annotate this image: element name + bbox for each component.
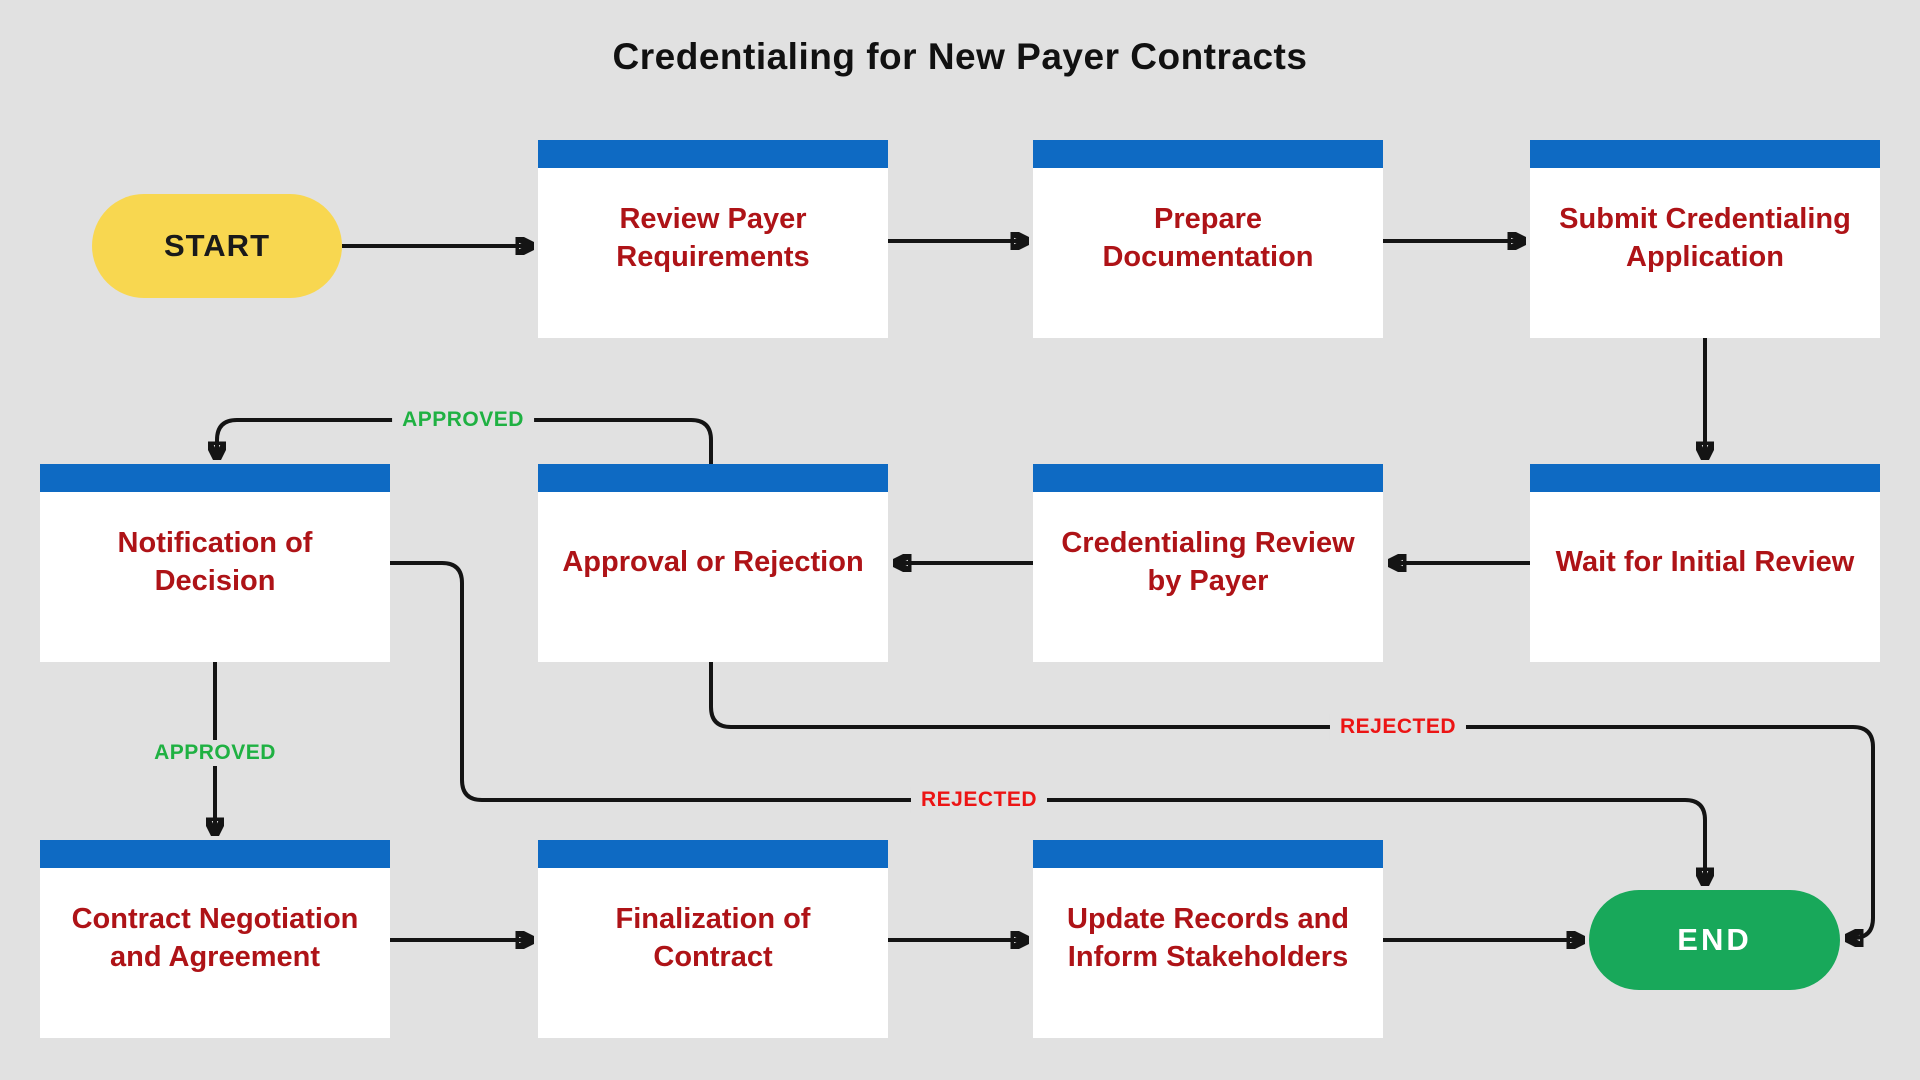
edge-notification-to-end-rejected	[390, 561, 1705, 883]
node-header-bar	[538, 464, 888, 492]
node-label: Wait for Initial Review	[1555, 546, 1855, 579]
node-header-bar	[1033, 140, 1383, 168]
node-header-bar	[1530, 140, 1880, 168]
node-label: Contract Negotiation and Agreement	[71, 903, 359, 973]
node-finalization-of-contract: Finalization of Contract	[538, 840, 888, 1038]
node-contract-negotiation-and-agreement: Contract Negotiation and Agreement	[40, 840, 390, 1038]
node-header-bar	[538, 840, 888, 868]
node-label: Credentialing Review by Payer	[1061, 527, 1355, 597]
node-review-payer-requirements: Review Payer Requirements	[538, 140, 888, 338]
node-credentialing-review-by-payer: Credentialing Review by Payer	[1033, 464, 1383, 662]
diagram-title: Credentialing for New Payer Contracts	[612, 36, 1308, 77]
start-terminator: START	[92, 194, 342, 298]
node-header-bar	[40, 464, 390, 492]
node-notification-of-decision: Notification of Decision	[40, 464, 390, 662]
node-header-bar	[1530, 464, 1880, 492]
node-label: Submit Credentialing Application	[1559, 203, 1851, 273]
node-header-bar	[1033, 840, 1383, 868]
start-label: START	[163, 228, 271, 263]
node-label: Finalization of Contract	[615, 903, 811, 973]
node-label: Approval or Rejection	[562, 546, 864, 579]
edge-approval-to-end-rejected	[709, 662, 1875, 938]
node-wait-for-initial-review: Wait for Initial Review	[1530, 464, 1880, 662]
edge-label-rejected-lower: REJECTED	[910, 787, 1048, 813]
node-label: Prepare Documentation	[1102, 203, 1314, 273]
node-label: Notification of Decision	[117, 527, 313, 597]
node-label: Update Records and Inform Stakeholders	[1067, 903, 1349, 973]
node-prepare-documentation: Prepare Documentation	[1033, 140, 1383, 338]
end-terminator: END	[1589, 890, 1840, 990]
node-header-bar	[1033, 464, 1383, 492]
node-header-bar	[538, 140, 888, 168]
edge-label-rejected-upper: REJECTED	[1329, 714, 1467, 740]
edge-label-approved-top: APPROVED	[392, 407, 534, 433]
end-label: END	[1677, 922, 1752, 957]
node-header-bar	[40, 840, 390, 868]
node-approval-or-rejection: Approval or Rejection	[538, 464, 888, 662]
node-label: Review Payer Requirements	[616, 203, 810, 273]
edge-label-approved-down: APPROVED	[144, 740, 286, 766]
node-submit-credentialing-application: Submit Credentialing Application	[1530, 140, 1880, 338]
node-update-records-and-inform-stakeholders: Update Records and Inform Stakeholders	[1033, 840, 1383, 1038]
